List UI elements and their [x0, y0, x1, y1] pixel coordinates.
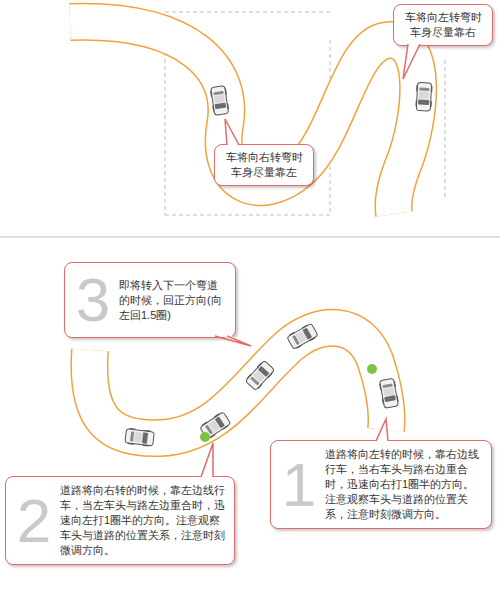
numbered-callout: 3即将转入下一个弯道的时候，回正方向(向左回1.5圈)	[64, 262, 236, 338]
section-divider	[0, 237, 500, 238]
callout-text: 道路将向左转的时候，靠右边线行车，当右车头与路右边重合时，迅速向右打1圈半的方向…	[325, 447, 483, 522]
car-body	[416, 82, 431, 111]
car-windshield	[215, 103, 227, 110]
road-edge	[70, 22, 418, 214]
car-body	[211, 86, 229, 116]
car-roof	[253, 371, 265, 383]
callout-tail-outline	[201, 443, 213, 477]
callout-number: 2	[14, 490, 54, 552]
road-surface	[89, 328, 386, 438]
callout-text: 道路将向右转的时候，靠左边线行车，当左车头与路左边重合时，迅速向左打1圈半的方向…	[60, 483, 226, 558]
callout-number: 1	[279, 454, 319, 516]
callout-text: 车将向左转弯时 车身尽量靠右	[403, 10, 483, 40]
callout-tail-fill	[201, 443, 213, 479]
car-roof	[383, 387, 394, 396]
car-roof	[296, 331, 307, 343]
callout-tail-outline	[403, 44, 420, 79]
callout-tail-outline	[376, 419, 388, 441]
car-roof	[214, 95, 225, 103]
car-icon	[210, 85, 230, 115]
callout-tail-fill	[225, 119, 239, 147]
car-body	[125, 429, 154, 446]
car-icon	[245, 360, 276, 391]
callout-tail-outline	[225, 119, 239, 145]
car-icon	[286, 323, 318, 351]
callout-tail-fill	[376, 419, 388, 443]
callout-tail-fill	[403, 42, 420, 79]
callout-text: 车将向右转弯时 车身尽量靠左	[224, 150, 304, 180]
road-centerline	[70, 22, 418, 214]
car-rear-window	[382, 383, 392, 388]
car-icon	[379, 378, 400, 408]
car-icon	[125, 428, 155, 447]
callout-text: 即将转入下一个弯道的时候，回正方向(向左回1.5圈)	[119, 278, 227, 323]
callout-tail-outline	[215, 336, 251, 346]
dimension-line	[445, 60, 446, 200]
car-roof	[134, 432, 142, 443]
callout-box: 车将向右转弯时 车身尽量靠左	[214, 144, 314, 186]
car-windshield	[384, 395, 396, 402]
dimension-line	[165, 12, 330, 13]
dimension-line	[165, 45, 166, 215]
car-rear-window	[419, 87, 429, 90]
car-roof	[208, 420, 219, 432]
road-centerline	[89, 328, 386, 438]
contact-point-dot	[200, 432, 210, 442]
dimension-line	[165, 215, 330, 216]
callout-box: 车将向左转弯时 车身尽量靠右	[393, 4, 493, 46]
car-roof	[419, 91, 429, 98]
car-body	[287, 323, 318, 349]
car-icon	[415, 82, 432, 111]
car-body	[380, 378, 399, 408]
numbered-callout: 2道路将向右转的时候，靠左边线行车，当左车头与路左边重合时，迅速向左打1圈半的方…	[5, 476, 235, 565]
road-surface	[70, 22, 418, 214]
road-edge	[89, 328, 386, 438]
car-body	[245, 360, 274, 390]
contact-point-dot	[367, 364, 377, 374]
callout-number: 3	[73, 269, 113, 331]
car-rear-window	[130, 431, 134, 441]
car-windshield	[142, 432, 148, 444]
numbered-callout: 1道路将向左转的时候，靠右边线行车，当右车头与路右边重合时，迅速向右打1圈半的方…	[270, 440, 492, 529]
car-windshield	[418, 99, 429, 105]
callout-tail-fill	[215, 334, 251, 346]
car-rear-window	[213, 91, 223, 95]
